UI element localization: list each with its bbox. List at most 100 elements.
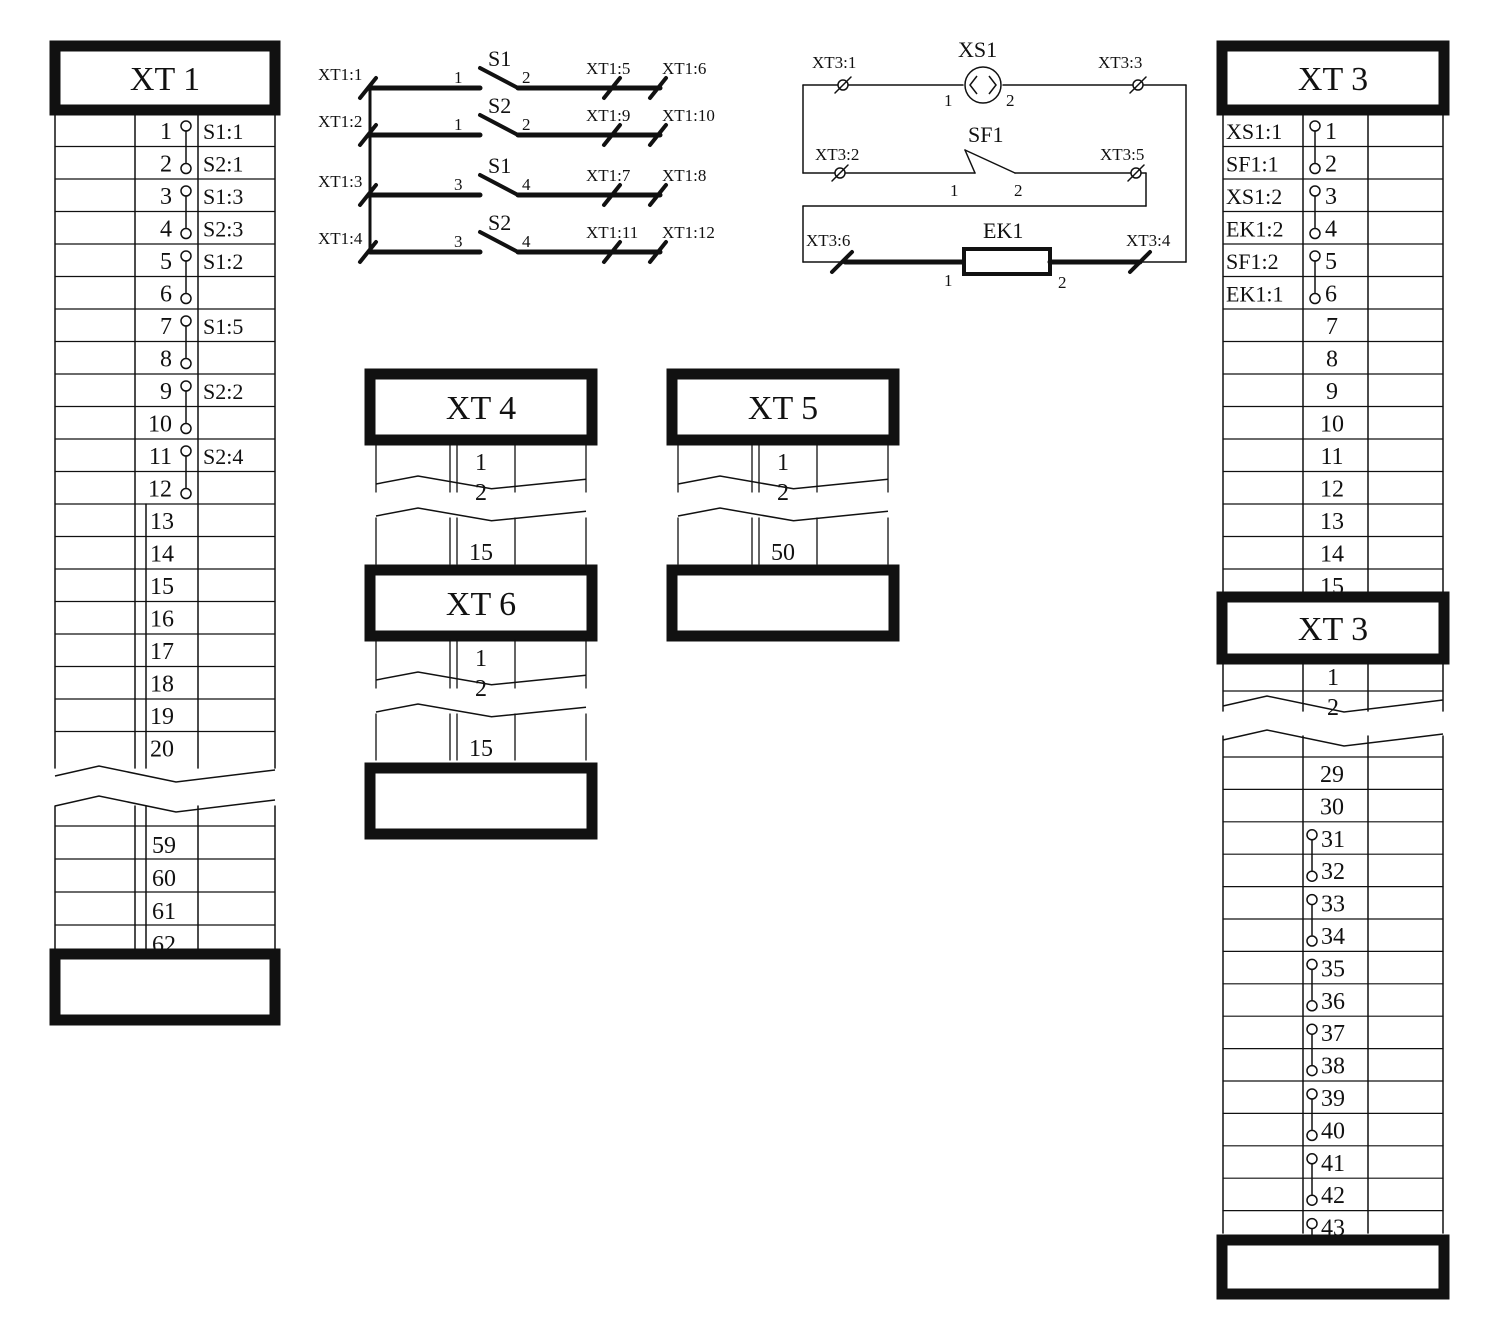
xt3-jumper-circle xyxy=(1309,227,1321,240)
xt3-jumper-circle xyxy=(1309,292,1321,305)
xt3-second-jumper-circle xyxy=(1306,829,1318,841)
xt3-terminal-12: 12 xyxy=(1320,477,1344,503)
switch-pin-a-1: 1 xyxy=(454,115,463,134)
xt3-connection-3: XS1:2 xyxy=(1226,184,1282,209)
xt1-jumper-circle xyxy=(180,445,192,457)
xt3-second-terminal-36: 36 xyxy=(1321,989,1345,1015)
xt6-terminal-1: 1 xyxy=(475,646,487,672)
xt5-terminal-1: 1 xyxy=(777,450,789,476)
xt1-header xyxy=(49,40,281,116)
terminal-slash xyxy=(834,76,852,94)
terminal-tick xyxy=(602,123,622,147)
xt6-terminal-2: 2 xyxy=(475,676,487,702)
terminal-tick xyxy=(648,123,668,147)
xt3-terminal-6: 6 xyxy=(1325,282,1337,308)
xt3-jumper-circle xyxy=(1309,250,1321,262)
break-line xyxy=(1222,695,1444,713)
xt4-header xyxy=(364,368,598,446)
xt1-connection-1: S1:1 xyxy=(203,119,243,144)
xt3-terminal-9: 9 xyxy=(1326,379,1338,405)
xt3-second-terminal-42: 42 xyxy=(1321,1183,1345,1209)
xt6-header-title: XT 6 xyxy=(446,586,516,623)
xt3-second-terminal-35: 35 xyxy=(1321,956,1345,982)
xt1-jumper-circle xyxy=(180,185,192,197)
xt1-connection-5: S1:2 xyxy=(203,249,243,274)
switch-pin-a-2: 3 xyxy=(454,175,463,194)
xt3-second-jumper-circle xyxy=(1306,870,1318,882)
xt4-terminal-15: 15 xyxy=(469,540,493,566)
socket-xt3-3: XT3:3 xyxy=(1098,53,1142,72)
xt3-terminal-5: 5 xyxy=(1325,249,1337,275)
xt1-terminal-19: 19 xyxy=(150,704,174,730)
xt1-connection-2: S2:1 xyxy=(203,152,243,177)
xt1-jumper-circle xyxy=(180,162,192,175)
xt1-terminal-14: 14 xyxy=(150,542,174,568)
xt3-terminal-2: 2 xyxy=(1325,152,1337,178)
switch-name-1: S2 xyxy=(488,93,511,118)
socket-xs1-circle xyxy=(964,66,1002,104)
switch-pin-b-0: 2 xyxy=(522,68,531,87)
xt1-connection-9: S2:2 xyxy=(203,379,243,404)
xt1-terminal-11: 11 xyxy=(149,444,172,470)
xt1-jumper-circle xyxy=(180,487,192,500)
xt1-jumper-circle xyxy=(180,250,192,262)
xt3-second-jumper-circle xyxy=(1306,893,1318,906)
xt3-terminal-3: 3 xyxy=(1325,184,1337,210)
break-line xyxy=(375,703,587,718)
ek1-label: EK1 xyxy=(983,218,1023,243)
xt6-header xyxy=(364,564,598,642)
switch-right-b-1: XT1:10 xyxy=(662,106,715,125)
xt1-terminal-18: 18 xyxy=(150,672,174,698)
xt5-header xyxy=(666,368,900,446)
break-line xyxy=(54,765,276,783)
xt5-header-title: XT 5 xyxy=(748,390,818,427)
terminal-tick xyxy=(648,76,668,100)
xt1-connection-7: S1:5 xyxy=(203,314,243,339)
sf1-pin2: 2 xyxy=(1014,181,1023,200)
xt3-second-terminal-33: 33 xyxy=(1321,892,1345,918)
switch-left-3: XT1:4 xyxy=(318,229,363,248)
ek1-xt3-4: XT3:4 xyxy=(1126,231,1171,250)
xt1-jumper-circle xyxy=(180,227,192,240)
xt3-second-jumper-circle xyxy=(1306,935,1318,947)
sf1-gap xyxy=(964,149,976,174)
xt3-terminal-1: 1 xyxy=(1325,119,1337,145)
xt1-terminal-61: 61 xyxy=(152,899,176,925)
xt3-jumper-circle xyxy=(1309,120,1321,132)
xt5-terminal-50: 50 xyxy=(771,540,795,566)
xt3-connection-2: SF1:1 xyxy=(1226,152,1279,177)
xt3-second-jumper-circle xyxy=(1306,1129,1318,1142)
xt1-jumper-circle xyxy=(180,357,192,370)
break-line xyxy=(677,507,889,522)
switch-name-3: S2 xyxy=(488,210,511,235)
xt3-second-terminal-34: 34 xyxy=(1321,924,1345,950)
xt1-terminal-16: 16 xyxy=(150,607,174,633)
terminal-tick xyxy=(648,240,668,264)
terminal-slash xyxy=(1129,76,1147,94)
xt1-terminal-5: 5 xyxy=(160,249,172,275)
switch-right-b-3: XT1:12 xyxy=(662,223,715,242)
switch-pin-a-0: 1 xyxy=(454,68,463,87)
switch-pin-a-3: 3 xyxy=(454,232,463,251)
xt3-terminal-8: 8 xyxy=(1326,347,1338,373)
xt6-footer xyxy=(364,762,598,840)
xt1-terminal-8: 8 xyxy=(160,347,172,373)
xt1-terminal-59: 59 xyxy=(152,833,176,859)
xt3-terminal-13: 13 xyxy=(1320,509,1344,535)
break-line xyxy=(54,795,276,813)
switch-blade xyxy=(478,66,520,90)
socket-xt3-1: XT3:1 xyxy=(812,53,856,72)
xt3-header-title: XT 3 xyxy=(1298,61,1368,98)
sf1-xt3-5: XT3:5 xyxy=(1100,145,1144,164)
xt1-terminal-13: 13 xyxy=(150,509,174,535)
xt3-second-jumper-circle xyxy=(1306,958,1318,971)
xt3-connection-6: EK1:1 xyxy=(1226,282,1283,307)
xt3-second-jumper-circle xyxy=(1306,1153,1318,1165)
break-line xyxy=(1222,729,1444,747)
switch-name-0: S1 xyxy=(488,46,511,71)
xt3-second-terminal-41: 41 xyxy=(1321,1151,1345,1177)
xt1-terminal-6: 6 xyxy=(160,282,172,308)
xt3-terminal-7: 7 xyxy=(1326,314,1338,340)
